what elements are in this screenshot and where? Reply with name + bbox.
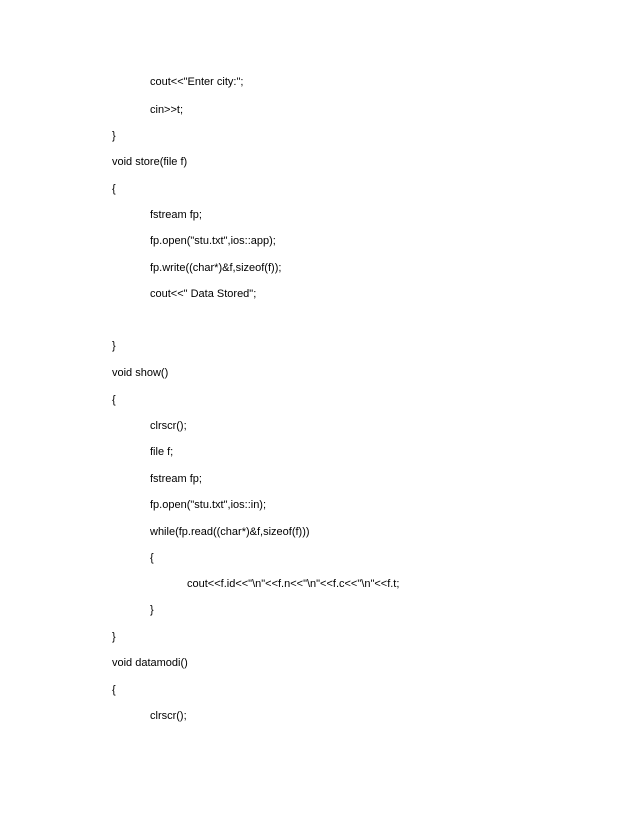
code-line: { bbox=[150, 552, 154, 564]
code-line: void datamodi() bbox=[112, 657, 188, 669]
code-line: cout<<"Enter city:"; bbox=[150, 76, 244, 88]
code-line: fp.open("stu.txt",ios::in); bbox=[150, 499, 267, 511]
code-line: void store(file f) bbox=[112, 156, 188, 168]
code-line: cout<<f.id<<"\n"<<f.n<<"\n"<<f.c<<"\n"<<… bbox=[187, 578, 400, 590]
code-line: { bbox=[112, 394, 116, 406]
code-line: { bbox=[112, 684, 116, 696]
code-line: } bbox=[150, 604, 154, 616]
code-line: fstream fp; bbox=[150, 209, 202, 221]
code-line: clrscr(); bbox=[150, 710, 187, 722]
code-line: fstream fp; bbox=[150, 473, 202, 485]
code-line: clrscr(); bbox=[150, 420, 187, 432]
code-line: { bbox=[112, 183, 116, 195]
code-line: void show() bbox=[112, 367, 169, 379]
code-line: } bbox=[112, 631, 116, 643]
code-line: } bbox=[112, 340, 116, 352]
code-line: } bbox=[112, 130, 116, 142]
code-line: fp.write((char*)&f,sizeof(f)); bbox=[150, 262, 282, 274]
code-line: file f; bbox=[150, 446, 174, 458]
code-line: cout<<" Data Stored"; bbox=[150, 288, 257, 300]
code-line: cin>>t; bbox=[150, 104, 184, 116]
code-line: fp.open("stu.txt",ios::app); bbox=[150, 235, 276, 247]
code-line: while(fp.read((char*)&f,sizeof(f))) bbox=[150, 526, 310, 538]
